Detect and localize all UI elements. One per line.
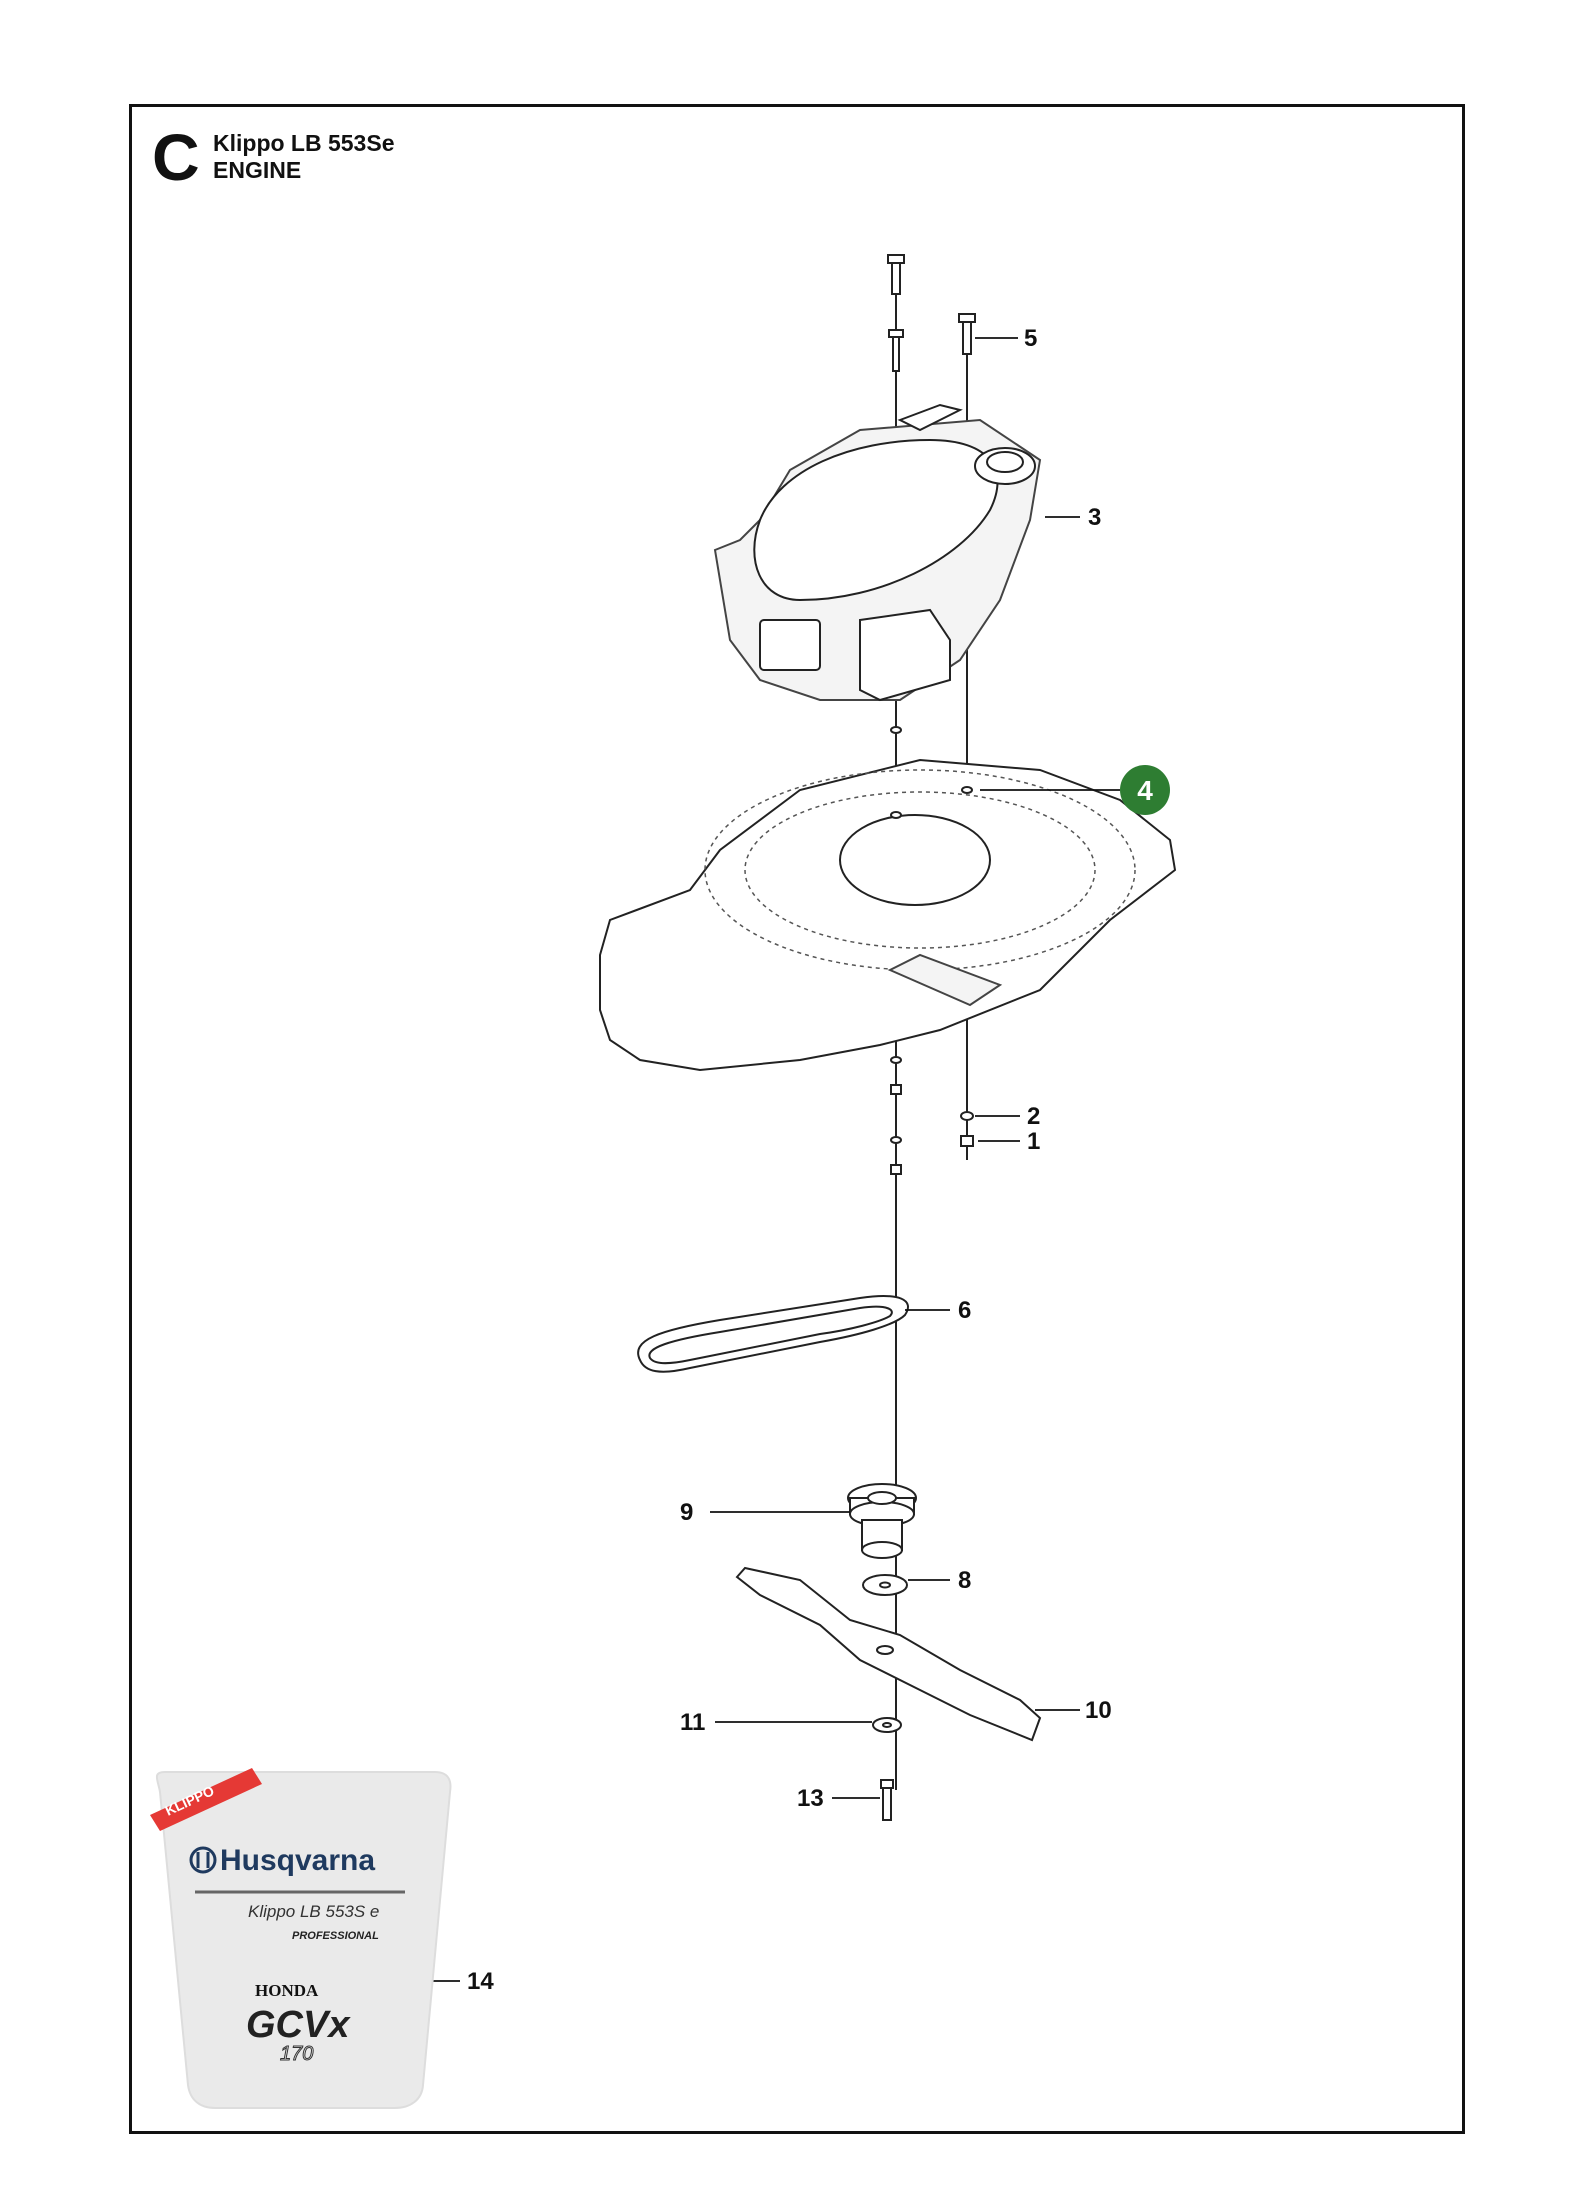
callout-11: 11	[680, 1709, 705, 1736]
mower-deck	[599, 758, 1177, 1072]
callout-3: 3	[1088, 504, 1101, 531]
callout-4: 4	[1137, 775, 1153, 806]
callout-8: 8	[958, 1567, 971, 1594]
model-title: Klippo LB 553Se	[213, 130, 395, 156]
section-letter: C	[152, 120, 200, 194]
decal-engine-model: GCVx	[246, 2004, 351, 2046]
callout-10: 10	[1085, 1697, 1112, 1724]
nut-1	[960, 1135, 974, 1147]
callout-4-badge	[1120, 765, 1170, 815]
bolt-13	[880, 1779, 894, 1821]
bolt-left	[888, 329, 904, 372]
washer-11	[872, 1717, 902, 1733]
callout-13: 13	[797, 1785, 824, 1812]
decal-engine-size: 170	[280, 2043, 313, 2065]
washer-2	[960, 1111, 974, 1121]
callout-9: 9	[680, 1499, 693, 1526]
callout-6: 6	[958, 1297, 971, 1324]
callout-14: 14	[467, 1968, 494, 1995]
decal-engine-brand: HONDA	[255, 1981, 319, 2000]
decal-grade: PROFESSIONAL	[292, 1930, 379, 1942]
top-bolt	[887, 254, 905, 295]
engine-assembly	[713, 403, 1042, 702]
axis-hardware	[890, 726, 973, 1175]
decal-brand: Husqvarna	[220, 1844, 375, 1877]
washer-8	[862, 1574, 908, 1596]
page-frame	[129, 104, 1465, 2134]
husqvarna-logo-icon	[189, 1846, 217, 1874]
v-belt-6	[637, 1294, 909, 1373]
pulley-9	[847, 1483, 917, 1559]
blade-10	[735, 1566, 1042, 1742]
decal-model-line: Klippo LB 553S e	[248, 1902, 379, 1921]
decal-ribbon	[150, 1768, 262, 1831]
decal-14: KLIPPO Husqvarna Klippo LB 553S e PROFES…	[150, 1768, 452, 2109]
callout-2: 2	[1027, 1103, 1040, 1130]
bolt-5	[958, 313, 976, 355]
callout-5: 5	[1024, 325, 1037, 352]
section-title: ENGINE	[213, 157, 302, 183]
callout-1: 1	[1027, 1128, 1040, 1155]
